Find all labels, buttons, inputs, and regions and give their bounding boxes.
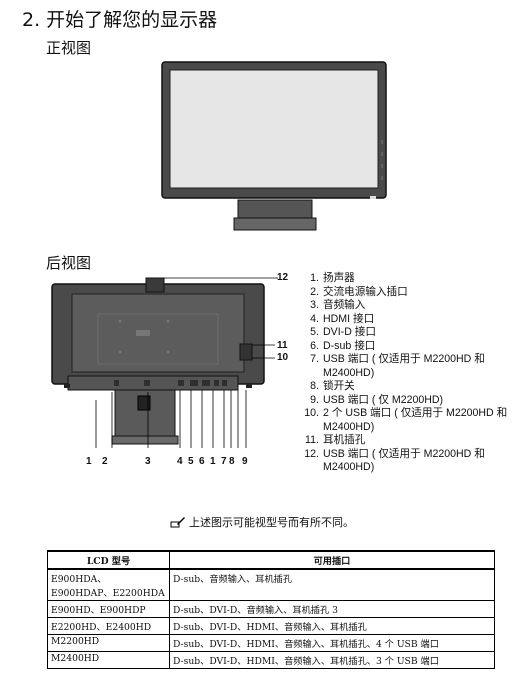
note: 上述图示可能视型号而有所不同。 — [170, 514, 354, 530]
power-button-icon — [370, 196, 376, 199]
callout-6: 6 — [199, 456, 205, 467]
page-heading: 2. 开始了解您的显示器 — [22, 9, 218, 31]
table-header-row: LCD 型号 可用插口 — [47, 550, 495, 570]
monitor-neck — [237, 199, 313, 219]
list-item: 11.耳机插孔 — [305, 434, 366, 446]
list-item: 8.锁开关 — [310, 380, 355, 392]
front-view-title: 正视图 — [46, 39, 92, 57]
list-item: 1.扬声器 — [310, 272, 355, 284]
callout-11: 11 — [277, 340, 288, 351]
callout-3: 3 — [145, 456, 151, 467]
callout-7: 7 — [221, 456, 227, 467]
rear-panel — [71, 293, 245, 373]
list-item: 2.交流电源输入插口 — [310, 285, 408, 298]
parts-list: 1.扬声器 2.交流电源输入插口 3.音频输入 4.HDMI 接口 5.DVI-… — [298, 272, 526, 475]
header-available-ports: 可用插口 — [169, 550, 495, 570]
callout-10: 10 — [277, 352, 289, 363]
list-item: 9.USB 端口 ( 仅 M2200HD) — [310, 393, 444, 406]
rear-view-title: 后视图 — [46, 254, 92, 272]
callout-1-left: 1 — [86, 456, 92, 467]
monitor-screen — [169, 69, 379, 189]
callout-9: 9 — [242, 456, 248, 467]
pencil-note-icon — [170, 517, 185, 528]
callout-8: 8 — [229, 456, 235, 467]
list-item: 6.D-sub 接口 — [310, 339, 376, 352]
list-item: 7.USB 端口 ( 仅适用于 M2200HD 和 M2400HD) — [310, 353, 485, 379]
callout-5: 5 — [188, 456, 194, 467]
list-item: 5.DVI-D 接口 — [310, 326, 376, 338]
header-lcd-model: LCD 型号 — [47, 550, 170, 570]
list-item: 12.USB 端口 ( 仅适用于 M2200HD 和 M2400HD) — [304, 447, 485, 474]
monitor-front-illustration — [161, 61, 387, 231]
note-text: 上述图示可能视型号而有所不同。 — [189, 516, 354, 529]
list-item: 10.2 个 USB 端口 ( 仅适用于 M2200HD 和 M2400HD) — [304, 407, 508, 433]
connector-strip — [67, 375, 239, 391]
callout-1-right: 1 — [210, 456, 216, 467]
callout-4: 4 — [177, 456, 183, 467]
monitor-rear-illustration — [51, 277, 278, 448]
callout-12: 12 — [277, 272, 289, 283]
monitor-base — [233, 217, 317, 231]
callout-2: 2 — [102, 456, 108, 467]
stand-foot — [111, 435, 179, 445]
list-item: 4.HDMI 接口 — [310, 312, 375, 325]
stand-lock — [137, 395, 151, 411]
side-usb-ports — [239, 343, 253, 361]
usb-port-top — [145, 277, 165, 293]
brand-logo — [136, 330, 150, 336]
list-item: 3.音频输入 — [310, 299, 366, 311]
